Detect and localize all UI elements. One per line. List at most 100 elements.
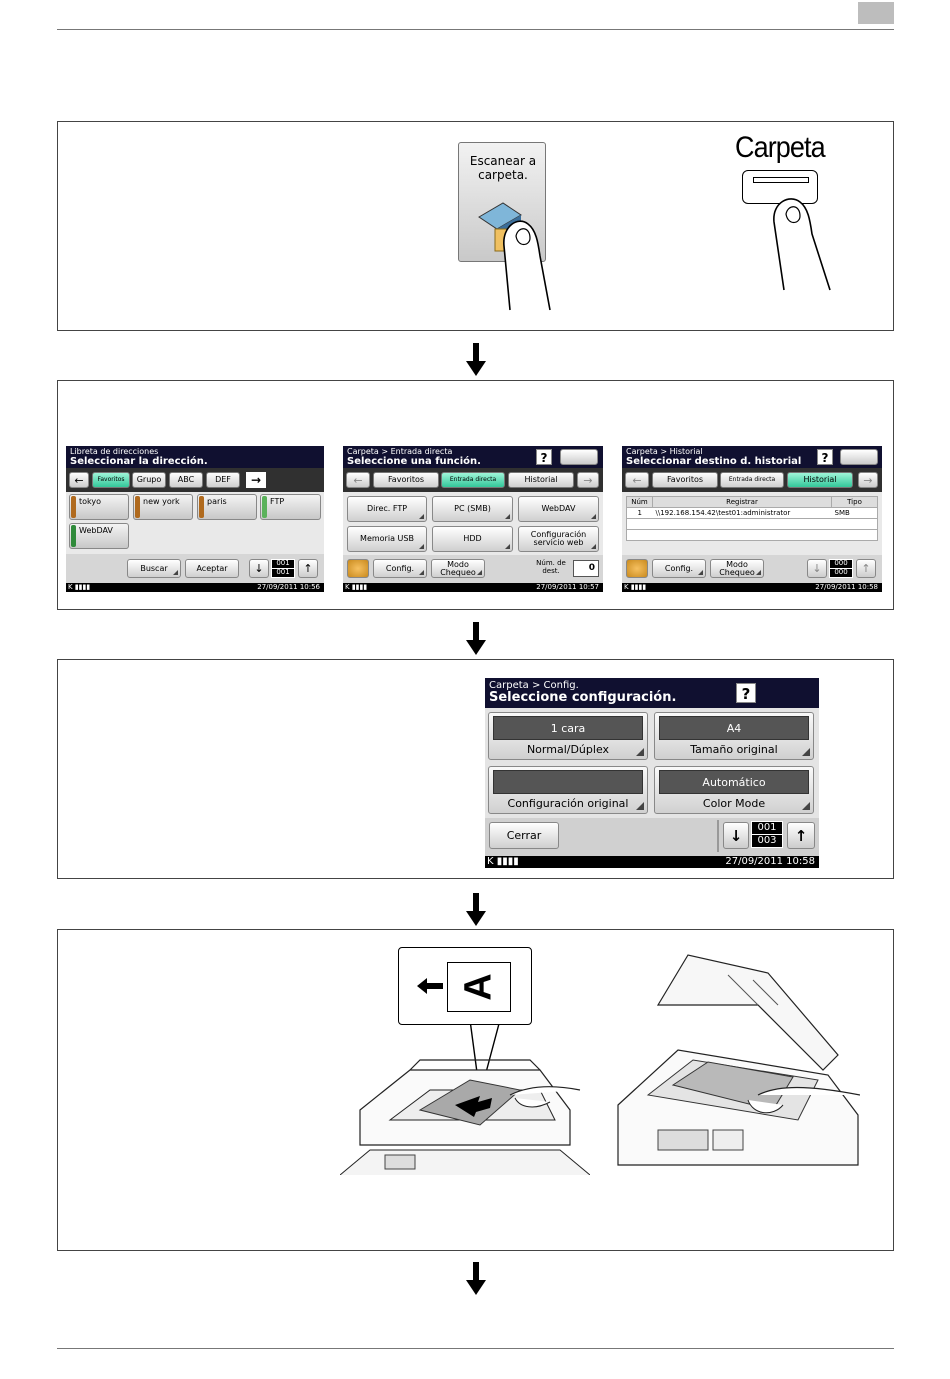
datetime: 27/09/2011 10:58 <box>725 856 815 867</box>
scan-to-folder-button[interactable]: Escanear a carpeta. <box>458 142 546 262</box>
table-row[interactable] <box>626 518 878 530</box>
page-counter-total: 003 <box>751 834 783 848</box>
tab-entrada-directa[interactable]: Entrada directa <box>441 472 505 488</box>
address-entry-tokyo[interactable]: tokyo <box>69 494 129 520</box>
num-dest-value: 0 <box>573 560 599 577</box>
original-settings-button[interactable]: Configuración original <box>488 766 648 814</box>
tab-next-arrow[interactable]: → <box>858 472 878 488</box>
finger-press-icon <box>503 220 551 311</box>
address-entry-ftp[interactable]: FTP <box>260 494 321 520</box>
screen-title-small: Carpeta > Entrada directa <box>347 447 453 456</box>
original-size-value: A4 <box>659 716 809 740</box>
address-entry-new-york[interactable]: new york <box>133 494 193 520</box>
address-entry-paris[interactable]: paris <box>197 494 257 520</box>
bottom-rule <box>57 1348 894 1349</box>
tab-abc[interactable]: ABC <box>169 472 203 488</box>
user-button[interactable] <box>840 449 878 465</box>
screen-title-small: Libreta de direcciones <box>70 447 159 456</box>
history-table: Núm Registrar Tipo 1 \\192.168.154.42\te… <box>626 496 878 541</box>
direc-ftp-button[interactable]: Direc. FTP <box>347 496 427 522</box>
screen-title-small: Carpeta > Config. <box>489 680 579 691</box>
original-size-button[interactable]: A4 Tamaño original <box>654 712 814 760</box>
tab-next-arrow[interactable]: → <box>246 472 266 488</box>
status-bar: K ▮▮▮▮ 27/09/2011 10:58 <box>622 583 882 592</box>
down-arrow-icon <box>466 893 486 926</box>
carpeta-key-label: Carpeta <box>735 131 826 164</box>
datetime: 27/09/2011 10:58 <box>815 583 878 591</box>
tab-favoritos[interactable]: Favoritos <box>373 472 439 488</box>
aceptar-button[interactable]: Aceptar <box>185 559 239 578</box>
color-mode-button[interactable]: Automático Color Mode <box>654 766 814 814</box>
buscar-button[interactable]: Buscar <box>127 559 181 578</box>
pc-smb-button[interactable]: PC (SMB) <box>432 496 513 522</box>
toner-indicator: K ▮▮▮▮ <box>345 583 368 591</box>
status-bar: K ▮▮▮▮ 27/09/2011 10:58 <box>485 856 819 868</box>
configuracion-servicio-web-button[interactable]: Configuración servicio web <box>518 526 599 552</box>
duplex-setting-button[interactable]: 1 cara Normal/Dúplex <box>488 712 648 760</box>
scroll-up-button[interactable]: ↑ <box>856 559 876 578</box>
cerrar-button[interactable]: Cerrar <box>489 822 559 849</box>
screen-title-small: Carpeta > Historial <box>626 447 703 456</box>
page-counter-total: 001 <box>271 568 295 578</box>
tab-entrada-directa[interactable]: Entrada directa <box>720 472 784 488</box>
toner-indicator: K ▮▮▮▮ <box>68 583 91 591</box>
tab-favoritos[interactable]: Favoritos <box>92 472 130 488</box>
user-button[interactable] <box>560 449 598 465</box>
tab-grupo[interactable]: Grupo <box>132 472 166 488</box>
table-row[interactable] <box>626 529 878 541</box>
num-dest-label: Núm. de dest. <box>536 559 566 575</box>
home-button[interactable] <box>626 559 648 578</box>
tab-prev-arrow[interactable]: ← <box>69 472 89 488</box>
original-settings-value <box>493 770 643 794</box>
datetime: 27/09/2011 10:57 <box>536 583 599 591</box>
status-bar: K ▮▮▮▮ 27/09/2011 10:56 <box>66 583 324 592</box>
tab-def[interactable]: DEF <box>206 472 240 488</box>
toner-indicator: K ▮▮▮▮ <box>487 856 519 867</box>
down-arrow-icon <box>466 343 486 376</box>
feed-direction-arrow-icon <box>417 978 443 994</box>
toner-indicator: K ▮▮▮▮ <box>624 583 647 591</box>
tab-historial[interactable]: Historial <box>508 472 574 488</box>
memoria-usb-button[interactable]: Memoria USB <box>347 526 427 552</box>
help-button[interactable]: ? <box>736 683 756 703</box>
tab-next-arrow[interactable]: → <box>577 472 599 488</box>
original-size-label: Tamaño original <box>690 743 778 756</box>
row-tipo: SMB <box>831 507 878 519</box>
table-row[interactable]: 1 \\192.168.154.42\test01:administrator … <box>626 507 878 519</box>
scroll-up-button[interactable]: ↑ <box>298 559 318 578</box>
scroll-down-button[interactable]: ↓ <box>249 559 269 578</box>
tab-historial[interactable]: Historial <box>787 472 853 488</box>
webdav-button[interactable]: WebDAV <box>518 496 599 522</box>
address-entry-webdav[interactable]: WebDAV <box>69 523 129 549</box>
help-button[interactable]: ? <box>536 449 552 465</box>
duplex-value: 1 cara <box>493 716 643 740</box>
col-registrar: Registrar <box>652 496 832 508</box>
row-num: 1 <box>626 507 653 519</box>
original-orientation-sample: A <box>447 962 511 1012</box>
config-button[interactable]: Config. <box>373 559 427 578</box>
page-counter-total: 000 <box>829 568 853 578</box>
row-registrar: \\192.168.154.42\test01:administrator <box>652 507 832 519</box>
scroll-down-button[interactable]: ↓ <box>807 559 827 578</box>
top-rule <box>57 29 894 30</box>
datetime: 27/09/2011 10:56 <box>257 583 320 591</box>
scroll-up-button[interactable]: ↑ <box>787 822 815 849</box>
duplex-label: Normal/Dúplex <box>526 743 610 756</box>
scroll-down-button[interactable]: ↓ <box>723 822 749 849</box>
tab-prev-arrow[interactable]: ← <box>346 472 370 488</box>
screen-title: Seleccione configuración. <box>489 690 677 705</box>
config-button[interactable]: Config. <box>652 559 706 578</box>
home-button[interactable] <box>347 559 369 578</box>
modo-chequeo-button[interactable]: Modo Chequeo <box>710 559 764 578</box>
tab-prev-arrow[interactable]: ← <box>625 472 649 488</box>
help-button[interactable]: ? <box>817 449 833 465</box>
scan-button-label: Escanear a carpeta. <box>469 154 537 182</box>
page-tab <box>858 2 894 24</box>
config-screen: Carpeta > Config. Seleccione configuraci… <box>485 678 819 868</box>
tab-favoritos[interactable]: Favoritos <box>652 472 718 488</box>
platen-loading-illustration <box>617 954 860 1166</box>
modo-chequeo-button[interactable]: Modo Chequeo <box>431 559 485 578</box>
color-mode-label: Color Mode <box>702 797 766 810</box>
table-header: Núm Registrar Tipo <box>626 496 878 508</box>
hdd-button[interactable]: HDD <box>432 526 513 552</box>
